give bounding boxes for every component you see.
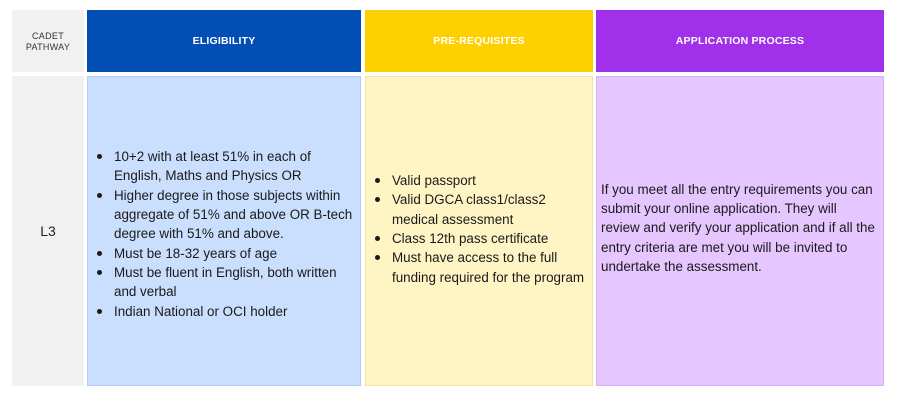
header-prerequisites-label: PRE-REQUISITES bbox=[433, 35, 525, 47]
application-process-text: If you meet all the entry requirements y… bbox=[601, 181, 875, 274]
header-cadet-pathway-label: CADET PATHWAY bbox=[25, 31, 71, 52]
header-cadet-pathway: CADET PATHWAY bbox=[12, 10, 84, 72]
header-application-process: APPLICATION PROCESS bbox=[596, 10, 884, 72]
eligibility-item: 10+2 with at least 51% in each of Englis… bbox=[97, 147, 360, 186]
prerequisites-item: Class 12th pass certificate bbox=[375, 229, 592, 248]
header-eligibility: ELIGIBILITY bbox=[87, 10, 361, 72]
header-prerequisites: PRE-REQUISITES bbox=[365, 10, 593, 72]
eligibility-item: Must be 18-32 years of age bbox=[97, 244, 360, 263]
prerequisites-item: Valid DGCA class1/class2 medical assessm… bbox=[375, 190, 592, 229]
eligibility-item: Must be fluent in English, both written … bbox=[97, 263, 360, 302]
prerequisites-item: Valid passport bbox=[375, 171, 592, 190]
header-eligibility-label: ELIGIBILITY bbox=[192, 35, 256, 47]
header-application-process-label: APPLICATION PROCESS bbox=[675, 35, 805, 47]
eligibility-item: Higher degree in those subjects within a… bbox=[97, 186, 360, 244]
eligibility-cell: 10+2 with at least 51% in each of Englis… bbox=[87, 76, 361, 386]
prerequisites-list: Valid passport Valid DGCA class1/class2 … bbox=[366, 171, 592, 287]
application-process-cell: If you meet all the entry requirements y… bbox=[596, 76, 884, 386]
prerequisites-item: Must have access to the full funding req… bbox=[375, 248, 592, 287]
pathway-cell: L3 bbox=[12, 76, 84, 386]
eligibility-item: Indian National or OCI holder bbox=[97, 302, 360, 321]
eligibility-list: 10+2 with at least 51% in each of Englis… bbox=[88, 147, 360, 321]
pathway-value: L3 bbox=[40, 223, 56, 239]
prerequisites-cell: Valid passport Valid DGCA class1/class2 … bbox=[365, 76, 593, 386]
